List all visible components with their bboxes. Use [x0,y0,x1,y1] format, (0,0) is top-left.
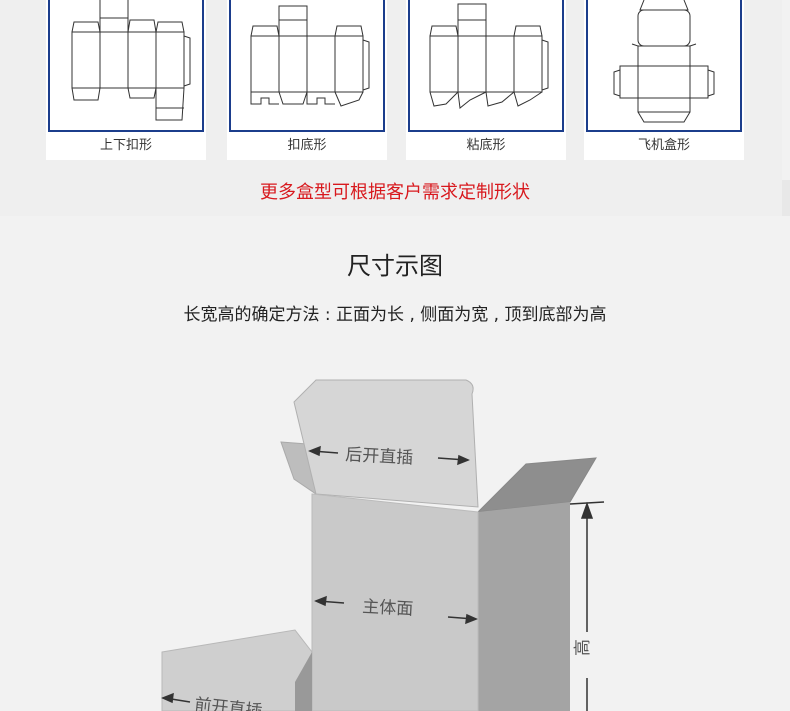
box-type-caption: 扣底形 [287,138,327,153]
main-face-label: 主体面 [362,597,414,620]
glue-bottom-dieline-diagram [429,3,549,109]
box-type-card-glue-bottom[interactable]: 粘底形 [406,0,566,160]
box-type-card-airplane[interactable]: 飞机盒形 [584,0,744,160]
section-title: 尺寸示图 [347,252,443,280]
glue-bottom-dieline-frame [408,0,564,132]
height-dimension [569,501,605,711]
back-tuck-flap [293,379,479,508]
main-face [311,493,479,711]
lock-bottom-dieline-diagram [250,5,370,107]
size-diagram-section: 尺寸示图 长宽高的确定方法 : 正面为长 , 侧面为宽 , 顶到底部为高 后 [0,232,790,711]
front-box-side [295,652,312,711]
airplane-dieline-frame [586,0,742,132]
custom-shape-note: 更多盒型可根据客户需求定制形状 [260,182,530,203]
height-label: 高 [573,639,593,656]
box-3d-diagram: 后开直插 主体面 前开直插 高 [161,379,605,711]
tuck-dieline-frame [48,0,204,132]
tuck-dieline-diagram [71,0,191,121]
box-type-card-lock-bottom[interactable]: 扣底形 [227,0,387,160]
box-type-caption: 飞机盒形 [637,138,690,153]
box-type-caption: 粘底形 [466,138,506,153]
right-edge-strip [782,180,790,216]
box-types-section: 上下扣形 [0,0,782,216]
box-type-card-tuck[interactable]: 上下扣形 [46,0,206,160]
box-type-caption: 上下扣形 [99,138,152,153]
side-face [478,502,570,711]
lock-bottom-dieline-frame [229,0,385,132]
back-flap-label: 后开直插 [345,445,414,469]
dimension-method-text: 长宽高的确定方法 : 正面为长 , 侧面为宽 , 顶到底部为高 [183,305,607,325]
airplane-dieline-diagram [613,0,715,123]
